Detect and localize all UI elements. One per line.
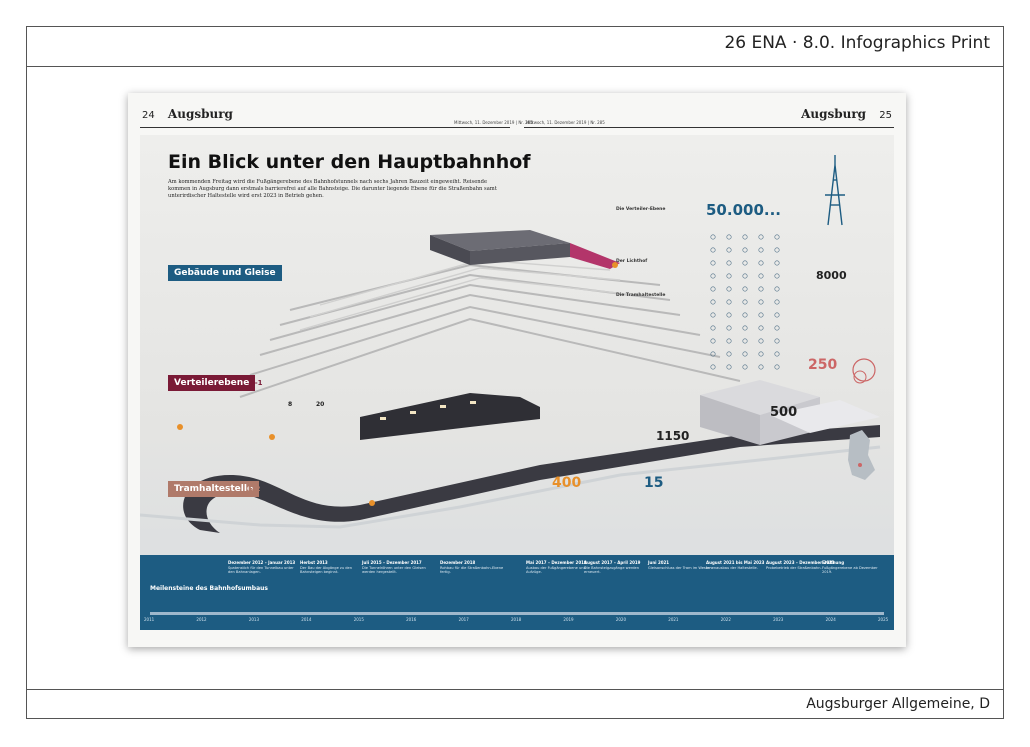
stat-seats: 1150 bbox=[656, 429, 690, 443]
section-tag-verteiler: E-1 bbox=[250, 379, 263, 387]
milestones-timeline: Meilensteine des Bahnhofsumbaus Dezember… bbox=[140, 555, 894, 630]
left-page-header: 24 Augsburg bbox=[142, 107, 233, 121]
timeline-year: 2021 bbox=[668, 617, 679, 622]
timeline-year: 2018 bbox=[511, 617, 522, 622]
timeline-year: 2022 bbox=[720, 617, 731, 622]
timeline-year: 2012 bbox=[196, 617, 207, 622]
timeline-year: 2016 bbox=[406, 617, 417, 622]
header-divider bbox=[26, 66, 1004, 67]
timeline-year: 2013 bbox=[248, 617, 260, 622]
footer-divider bbox=[26, 689, 1004, 690]
publication-name: Augsburger Allgemeine, D bbox=[806, 696, 990, 712]
newspaper-spread: 24 Augsburg Mittwoch, 11. Dezember 2019 … bbox=[128, 93, 906, 647]
timeline-bar bbox=[150, 612, 884, 615]
rule-left bbox=[140, 127, 510, 128]
lead-text: Am kommenden Freitag wird die Fußgängere… bbox=[168, 179, 497, 199]
stat-money: 250 bbox=[808, 357, 838, 373]
section-name-right: Augsburg bbox=[801, 107, 867, 121]
stat-bikes: 500 bbox=[770, 405, 798, 420]
stat-8: 8 bbox=[288, 401, 293, 408]
slide-title: 26 ENA · 8.0. Infographics Print bbox=[724, 33, 990, 53]
slide-frame bbox=[26, 26, 1004, 719]
section-label-verteiler: Verteilerebene bbox=[168, 375, 256, 391]
timeline-year: 2017 bbox=[458, 617, 469, 622]
stat-400: 400 bbox=[552, 475, 582, 491]
callout-tram: Die Tramhaltestelle bbox=[616, 293, 666, 298]
stat-people: 50.000... bbox=[706, 201, 781, 219]
timeline-year: 2023 bbox=[773, 617, 784, 622]
timeline-year: 2014 bbox=[301, 617, 312, 622]
stat-20: 20 bbox=[316, 401, 325, 408]
timeline-year: 2024 bbox=[825, 617, 836, 622]
section-label-tram: Tramhaltestelle bbox=[168, 481, 260, 497]
page-number-left: 24 bbox=[142, 110, 155, 121]
timeline-year: 2020 bbox=[615, 617, 627, 622]
callout-ebene: Die Verteiler-Ebene bbox=[616, 207, 666, 212]
infographic: Ein Blick unter den Hauptbahnhof Am komm… bbox=[140, 135, 894, 630]
timeline-year: 2011 bbox=[144, 617, 155, 622]
callout-licht: Der Lichthof bbox=[616, 259, 648, 264]
station-illustration bbox=[140, 155, 881, 533]
stat-tower: 8000 bbox=[816, 269, 847, 282]
right-page-header: Augsburg 25 bbox=[801, 107, 892, 121]
dateline-right: Mittwoch, 11. Dezember 2019 | Nr. 285 bbox=[526, 120, 605, 125]
section-tag-tram: E-2 bbox=[248, 485, 261, 493]
section-name-left: Augsburg bbox=[167, 107, 233, 121]
section-label-gebaeude: Gebäude und Gleise bbox=[168, 265, 282, 281]
timeline-title: Meilensteine des Bahnhofsumbaus bbox=[150, 585, 268, 592]
page-number-right: 25 bbox=[879, 110, 892, 121]
stat-15: 15 bbox=[644, 475, 664, 491]
timeline-year: 2019 bbox=[563, 617, 574, 622]
timeline-year: 2015 bbox=[353, 617, 364, 622]
timeline-year: 2025 bbox=[878, 617, 889, 622]
rule-right bbox=[524, 127, 894, 128]
dateline-left: Mittwoch, 11. Dezember 2019 | Nr. 285 bbox=[454, 120, 533, 125]
headline: Ein Blick unter den Hauptbahnhof bbox=[168, 151, 531, 173]
